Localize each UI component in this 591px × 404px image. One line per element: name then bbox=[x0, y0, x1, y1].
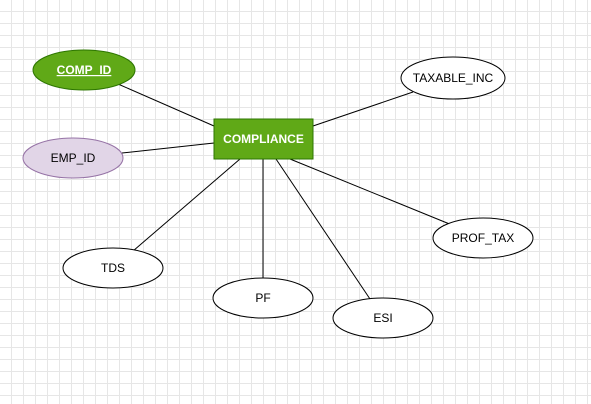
attribute-label: PF bbox=[255, 291, 270, 305]
edge-comp-id bbox=[117, 83, 215, 127]
attribute-label: PROF_TAX bbox=[452, 231, 514, 245]
attribute-esi[interactable]: ESI bbox=[332, 297, 434, 339]
attribute-shape bbox=[432, 217, 534, 259]
edge-emp-id bbox=[121, 142, 215, 154]
attribute-label: TDS bbox=[101, 261, 125, 275]
attribute-shape bbox=[22, 137, 124, 179]
entity-label: COMPLIANCE bbox=[223, 132, 304, 146]
entity-box bbox=[213, 118, 314, 160]
attribute-label: ESI bbox=[373, 311, 392, 325]
attribute-prof-tax[interactable]: PROF_TAX bbox=[432, 217, 534, 259]
attribute-pf[interactable]: PF bbox=[212, 277, 314, 319]
attribute-shape bbox=[400, 56, 506, 100]
connector-lines bbox=[117, 83, 453, 300]
edge-taxable-inc bbox=[312, 91, 414, 127]
attribute-label: TAXABLE_INC bbox=[413, 71, 494, 85]
attribute-comp-id[interactable]: COMP_ID bbox=[32, 49, 136, 91]
attribute-label: COMP_ID bbox=[57, 63, 112, 77]
attribute-taxable-inc[interactable]: TAXABLE_INC bbox=[400, 56, 506, 100]
attribute-tds[interactable]: TDS bbox=[62, 247, 164, 289]
attribute-emp-id[interactable]: EMP_ID bbox=[22, 137, 124, 179]
attribute-label: EMP_ID bbox=[51, 151, 96, 165]
attribute-shape bbox=[32, 49, 136, 91]
attribute-shape bbox=[62, 247, 164, 289]
edge-tds bbox=[132, 158, 241, 252]
attribute-shape bbox=[212, 277, 314, 319]
entity-compliance[interactable]: COMPLIANCE bbox=[213, 118, 314, 160]
edge-prof-tax bbox=[289, 158, 453, 226]
edge-esi bbox=[275, 158, 371, 300]
attribute-shape bbox=[332, 297, 434, 339]
